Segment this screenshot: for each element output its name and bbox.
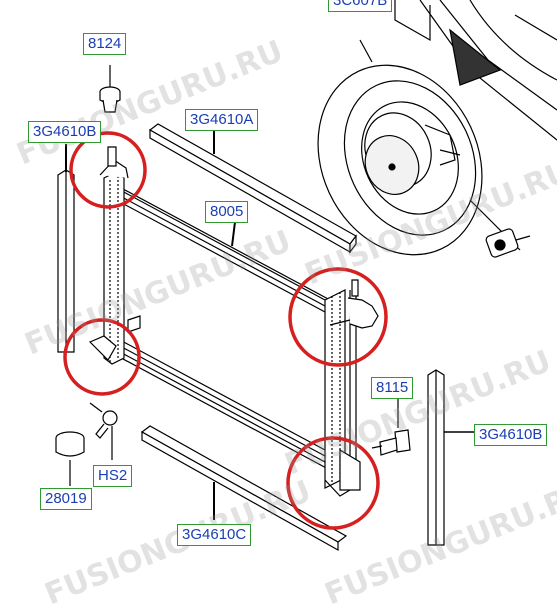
cap-28019 <box>55 431 85 486</box>
left-side-deflector <box>57 144 75 353</box>
radiator-core <box>88 146 379 497</box>
callout-3g4610b-left: 3G4610B <box>28 121 102 143</box>
highlight-circles <box>63 131 388 530</box>
lower-air-deflector <box>140 425 348 552</box>
callout-8005: 8005 <box>205 201 249 223</box>
highlight-circle-lower-right <box>286 436 380 530</box>
drain-plug-8115 <box>371 398 411 456</box>
highlight-circle-lower-left <box>63 318 141 396</box>
callout-3c607b: 3C607B <box>328 0 393 12</box>
callout-28019: 28019 <box>40 488 92 510</box>
highlight-circle-upper-left <box>69 131 147 209</box>
callout-3g4610b-right: 3G4610B <box>474 424 548 446</box>
upper-air-deflector <box>148 123 357 254</box>
callout-8124: 8124 <box>83 33 127 55</box>
screw-hs2 <box>89 402 118 460</box>
parts-diagram: FUSIONGURU.RU FUSIONGURU.RU FUSIONGURU.R… <box>12 0 557 612</box>
callout-3g4610a: 3G4610A <box>185 109 259 131</box>
right-side-deflector <box>427 369 474 546</box>
callout-8115: 8115 <box>371 377 414 399</box>
callout-3g4610c: 3G4610C <box>177 524 252 546</box>
highlight-circle-upper-right <box>288 267 388 367</box>
cooling-fan-assembly <box>317 0 557 258</box>
diagram-drawing <box>55 0 557 552</box>
clip-8124 <box>99 65 121 113</box>
callout-hs2: HS2 <box>93 465 133 487</box>
